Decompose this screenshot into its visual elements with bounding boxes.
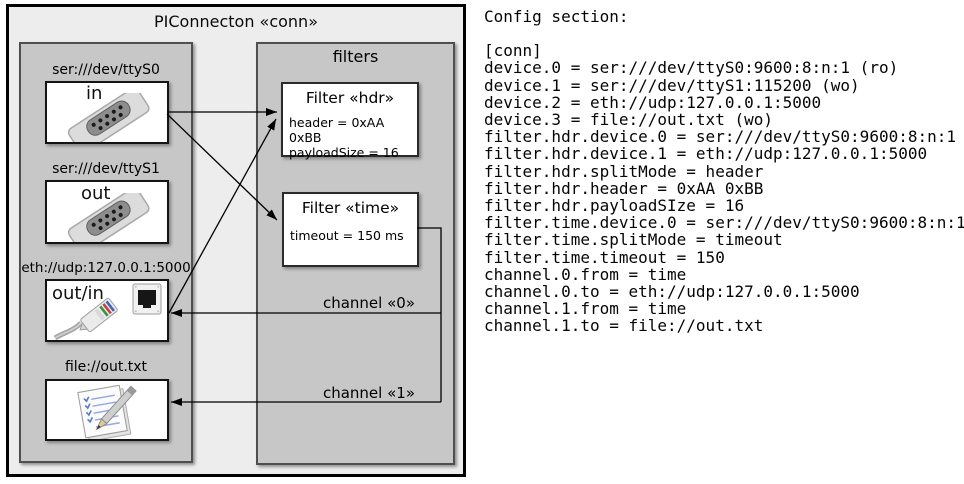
channel-0-label: channel «0» <box>322 294 415 312</box>
channel-1-label: channel «1» <box>322 384 415 402</box>
devices-panel: ser:///dev/ttyS0 in ser:///dev/ttyS1 out <box>19 42 193 463</box>
config-body: [conn] device.0 = ser:///dev/ttyS0:9600:… <box>484 41 964 336</box>
filter-time-properties: timeout = 150 ms <box>290 228 404 243</box>
device-box-file-out: out <box>45 379 169 441</box>
config-section: Config section: [conn] device.0 = ser://… <box>484 8 964 335</box>
device-mode-label: in <box>86 83 103 104</box>
device-uri-label-ttys0: ser:///dev/ttyS0 <box>52 62 160 78</box>
filter-time-box: Filter «time» timeout = 150 ms <box>282 192 419 267</box>
filter-hdr-title: Filter «hdr» <box>305 89 395 107</box>
config-heading: Config section: <box>484 7 629 26</box>
device-box-eth-udp: out/in <box>45 279 169 342</box>
device-uri-label-file: file://out.txt <box>64 359 148 375</box>
diagram-title: PIConnecton «conn» <box>154 12 318 31</box>
device-mode-label: out/in <box>52 283 104 304</box>
ethernet-connector-icon <box>53 283 162 340</box>
device-box-ser-ttys0: in <box>45 81 169 144</box>
device-mode-label: out <box>81 183 111 204</box>
filter-hdr-box: Filter «hdr» header = 0xAA 0xBB payloadS… <box>281 82 419 160</box>
device-box-ser-ttys1: out <box>45 180 169 244</box>
filter-hdr-properties: header = 0xAA 0xBB payloadSize = 16 <box>289 115 399 160</box>
serial-connector-icon <box>67 193 150 242</box>
filter-time-title: Filter «time» <box>301 199 400 217</box>
filters-panel: filters Filter «hdr» header = 0xAA 0xBB … <box>256 42 455 465</box>
device-uri-label-ttys1: ser:///dev/ttyS1 <box>52 161 160 177</box>
serial-connector-icon <box>67 93 150 142</box>
notepad-icon <box>77 385 137 439</box>
device-uri-label-eth: eth://udp:127.0.0.1:5000 <box>21 260 191 276</box>
filters-panel-title: filters <box>332 47 379 66</box>
